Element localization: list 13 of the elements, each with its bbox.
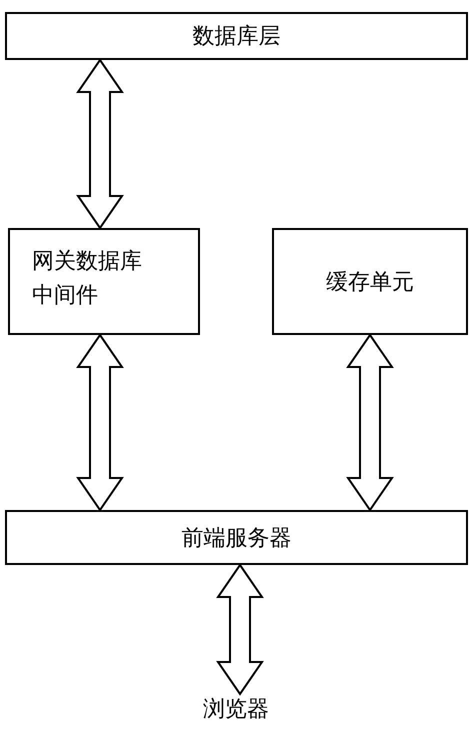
double-arrow (76, 333, 124, 512)
process-box (8, 228, 200, 335)
double-arrow (76, 58, 124, 230)
process-box (272, 228, 468, 335)
double-arrow (216, 563, 264, 696)
process-box (5, 12, 468, 60)
box-label: 数据库层 (192, 22, 280, 50)
double-arrow (346, 333, 394, 512)
box-label: 缓存单元 (326, 268, 414, 296)
box-label: 网关数据库中间件 (32, 247, 143, 309)
box-label: 前端服务器 (182, 524, 292, 552)
label-text: 浏览器 (203, 695, 269, 723)
process-box (5, 510, 468, 565)
